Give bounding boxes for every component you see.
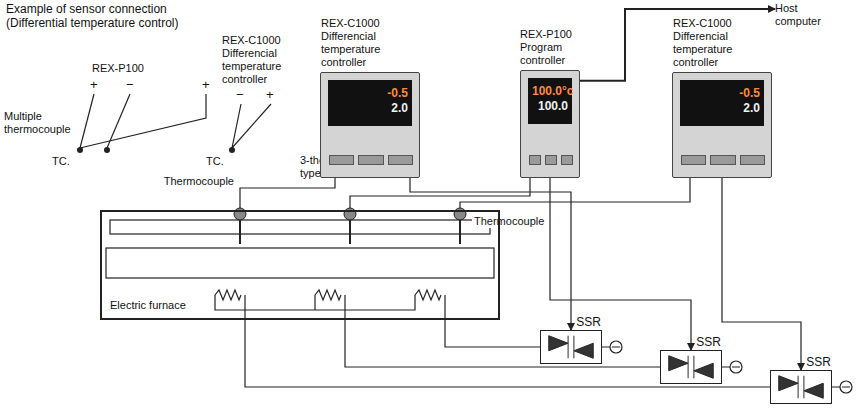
ssr-symbol — [771, 371, 831, 403]
connector — [245, 320, 770, 387]
part-label: − — [236, 88, 246, 101]
connector — [722, 178, 801, 370]
ssr-label: SSR — [576, 315, 601, 329]
junction — [104, 147, 110, 153]
ssr-box: SSR — [540, 330, 602, 364]
controller-name: REX-P100 Program controller — [520, 28, 582, 67]
ssr-label: SSR — [696, 335, 721, 349]
connector — [410, 178, 571, 330]
wire — [80, 94, 206, 148]
display-value: 100.0°c — [528, 84, 572, 99]
controller-name: REX-C1000 Differencial temperature contr… — [321, 17, 421, 69]
panel-key — [358, 155, 383, 165]
host-label: Host computer — [775, 0, 835, 30]
controller: 100.0°c100.0REX-P100 Program controller — [520, 70, 580, 178]
ssr-box: SSR — [770, 370, 832, 404]
display-value: 2.0 — [680, 101, 764, 116]
heater-return — [215, 295, 415, 310]
part-label: TC. — [206, 155, 232, 168]
sensor-wire — [240, 178, 335, 208]
display-value: -0.5 — [328, 86, 412, 101]
display-value: -0.5 — [680, 86, 764, 101]
part-label: + — [90, 78, 100, 91]
part-label: + — [202, 78, 212, 91]
panel-key — [388, 155, 413, 165]
panel-key — [681, 155, 706, 165]
connector — [445, 320, 540, 347]
ssr-symbol — [541, 331, 601, 363]
wire — [232, 104, 241, 148]
diagram-title: Example of sensor connection (Differenti… — [6, 2, 211, 30]
connector — [550, 178, 691, 350]
part-label: Multiple thermocouple — [4, 110, 70, 136]
furnace-plate — [110, 220, 490, 234]
part-label: REX-C1000 Differencial temperature contr… — [222, 34, 302, 86]
panel-key — [561, 155, 573, 165]
electric-furnace: Electric furnace — [100, 210, 500, 320]
controller: -0.52.0REX-C1000 Differencial temperatur… — [672, 72, 772, 178]
furnace-body — [106, 248, 494, 278]
host-computer: Host computer — [775, 0, 835, 30]
junction — [229, 147, 235, 153]
controller-display: 100.0°c100.0 — [528, 78, 572, 124]
part-label: TC. — [52, 155, 78, 168]
connector — [345, 320, 660, 367]
ssr-label: SSR — [806, 355, 831, 369]
panel-key — [329, 155, 354, 165]
part-label: Thermocouple — [472, 215, 546, 228]
wire — [107, 94, 130, 148]
controller-display: -0.52.0 — [680, 80, 764, 126]
thermocouple-rod — [240, 220, 460, 244]
ssr-symbol — [661, 351, 721, 383]
part-label: + — [266, 88, 276, 101]
controller-display: -0.52.0 — [328, 80, 412, 126]
display-value: 2.0 — [328, 101, 412, 116]
controller: -0.52.0REX-C1000 Differencial temperatur… — [320, 72, 420, 178]
part-label: − — [126, 78, 136, 91]
ssr-box: SSR — [660, 350, 722, 384]
heater — [215, 290, 245, 320]
heater — [315, 290, 345, 320]
controller-name: REX-C1000 Differencial temperature contr… — [673, 17, 773, 69]
panel-key — [740, 155, 765, 165]
panel-key — [545, 155, 557, 165]
connector — [580, 9, 775, 81]
sensor-wire — [460, 178, 690, 208]
sensor-wire — [350, 178, 530, 208]
wire — [80, 94, 94, 148]
part-label: Thermocouple — [148, 175, 234, 188]
wire — [232, 104, 271, 148]
panel-key — [529, 155, 541, 165]
display-value: 100.0 — [528, 99, 572, 114]
part-label: REX-P100 — [92, 62, 162, 75]
junction — [77, 147, 83, 153]
heater — [415, 290, 445, 320]
furnace-label: Electric furnace — [108, 299, 188, 312]
panel-key — [710, 155, 735, 165]
